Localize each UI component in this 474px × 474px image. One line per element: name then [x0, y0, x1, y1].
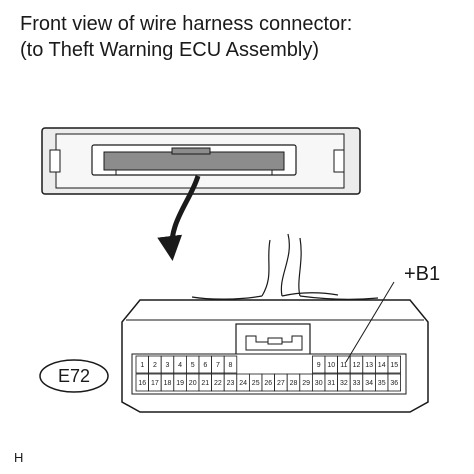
pin-31: 31: [327, 380, 335, 387]
pin-2: 2: [153, 362, 157, 369]
lock-tab-latch: [267, 337, 283, 345]
wire-2: [280, 233, 290, 297]
wire-1: [261, 239, 271, 297]
pin-6: 6: [203, 362, 207, 369]
pin-26: 26: [264, 380, 272, 387]
pin-23: 23: [227, 380, 235, 387]
pin-22: 22: [214, 380, 222, 387]
pin-16: 16: [138, 380, 146, 387]
pin-1: 1: [140, 362, 144, 369]
pin-15: 15: [390, 362, 398, 369]
pin-8: 8: [229, 362, 233, 369]
pin-25: 25: [252, 380, 260, 387]
pin-19: 19: [176, 380, 184, 387]
wire-4: [191, 295, 263, 300]
pin-33: 33: [353, 380, 361, 387]
callout-leader: [345, 281, 395, 363]
pin-9: 9: [317, 362, 321, 369]
pin-11: 11: [340, 362, 347, 369]
callout-label: +B1: [404, 263, 440, 285]
connector-code-badge: [39, 359, 109, 393]
pin-8-cell: [223, 355, 238, 374]
pin-13: 13: [365, 362, 373, 369]
pin-34: 34: [365, 380, 373, 387]
pin-4: 4: [178, 362, 182, 369]
pin-32: 32: [340, 380, 348, 387]
wire-bundle: [191, 233, 379, 300]
ecu-connector-right-clip: [333, 149, 345, 173]
wire-6: [281, 292, 339, 297]
ecu-connector: [41, 127, 361, 195]
pin-29: 29: [302, 380, 310, 387]
corner-mark: H: [14, 450, 23, 465]
ecu-socket-cavity: [103, 151, 285, 171]
pin-20: 20: [189, 380, 197, 387]
wire-3: [298, 237, 302, 297]
pin-24: 24: [239, 380, 247, 387]
connector-code: E72: [58, 366, 90, 386]
pin-14: 14: [378, 362, 386, 369]
title-line-1: Front view of wire harness connector:: [20, 13, 353, 35]
pin-12: 12: [353, 362, 361, 369]
pin-35: 35: [378, 380, 386, 387]
pin-36: 36: [390, 380, 398, 387]
title-line-2: (to Theft Warning ECU Assembly): [20, 39, 319, 61]
pin-15-cell: [387, 355, 402, 374]
pin-17: 17: [151, 380, 159, 387]
pin-5: 5: [191, 362, 195, 369]
mating-arrow: [157, 175, 201, 261]
pin-28: 28: [290, 380, 298, 387]
pin-7: 7: [216, 362, 220, 369]
pin-10: 10: [327, 362, 335, 369]
ecu-connector-left-clip: [49, 149, 61, 173]
ecu-socket-key: [171, 147, 211, 155]
pin-21: 21: [201, 380, 209, 387]
pin-36-cell: [387, 373, 402, 392]
pin-18: 18: [164, 380, 172, 387]
pin-30: 30: [315, 380, 323, 387]
wire-5: [299, 295, 379, 300]
pin-27: 27: [277, 380, 285, 387]
pin-3: 3: [166, 362, 170, 369]
